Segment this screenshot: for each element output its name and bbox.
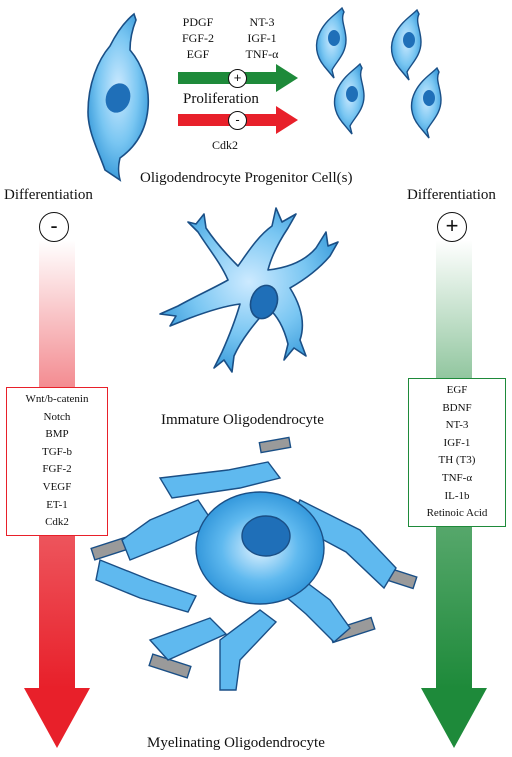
factor-item: ET-1	[46, 498, 68, 511]
differentiation-minus-sign: -	[39, 212, 69, 242]
proliferation-plus-sign: +	[228, 69, 247, 88]
factor-item: NT-3	[445, 419, 469, 432]
factor-item: IL-1b	[444, 489, 470, 502]
proliferation-promoters-left: PDGF FGF-2 EGF	[176, 14, 220, 62]
myelinating-oligodendrocyte-illustration	[90, 436, 418, 691]
myelinating-label: Myelinating Oligodendrocyte	[147, 735, 325, 751]
factor-item: IGF-1	[247, 31, 277, 45]
differentiation-right-title: Differentiation	[407, 187, 496, 203]
factor-item: BDNF	[442, 401, 472, 414]
factor-item: Retinoic Acid	[426, 507, 488, 520]
differentiation-left-title: Differentiation	[4, 187, 93, 203]
factor-item: VEGF	[42, 480, 72, 493]
factor-item: TNF-α	[245, 47, 279, 61]
proliferation-promote-arrow	[178, 64, 298, 92]
factor-item: EGF	[186, 47, 210, 61]
factor-item: Wnt/b-catenin	[25, 393, 89, 405]
factor-item: PDGF	[182, 15, 214, 29]
factor-item: BMP	[45, 428, 69, 441]
factor-item: TH (T3)	[438, 454, 476, 467]
factor-item: TNF-α	[441, 471, 473, 484]
progenitor-cell-cluster	[315, 6, 442, 139]
differentiation-promoters-box: EGF BDNF NT-3 IGF-1 TH (T3) TNF-α IL-1b …	[408, 378, 506, 527]
differentiation-inhibitors-box: Wnt/b-catenin Notch BMP TGF-b FGF-2 VEGF…	[6, 387, 108, 536]
proliferation-promoters-right: NT-3 IGF-1 TNF-α	[236, 14, 288, 62]
progenitor-label: Oligodendrocyte Progenitor Cell(s)	[140, 170, 353, 186]
factor-item: TGF-b	[42, 445, 72, 458]
immature-label: Immature Oligodendrocyte	[161, 412, 324, 428]
factor-item: FGF-2	[181, 31, 214, 45]
factor-item: FGF-2	[42, 463, 72, 476]
immature-oligodendrocyte-illustration	[159, 207, 339, 373]
factor-item: Cdk2	[45, 516, 69, 529]
progenitor-cell-illustration	[87, 12, 150, 182]
proliferation-minus-sign: -	[228, 111, 247, 130]
proliferation-inhibit-arrow	[178, 106, 298, 134]
factor-item: IGF-1	[443, 436, 471, 449]
differentiation-plus-sign: +	[437, 212, 467, 242]
proliferation-label: Proliferation	[183, 91, 259, 107]
factor-item: Notch	[43, 410, 71, 423]
factor-item: NT-3	[249, 15, 275, 29]
factor-item: EGF	[446, 384, 468, 396]
proliferation-inhibitor: Cdk2	[212, 138, 239, 152]
